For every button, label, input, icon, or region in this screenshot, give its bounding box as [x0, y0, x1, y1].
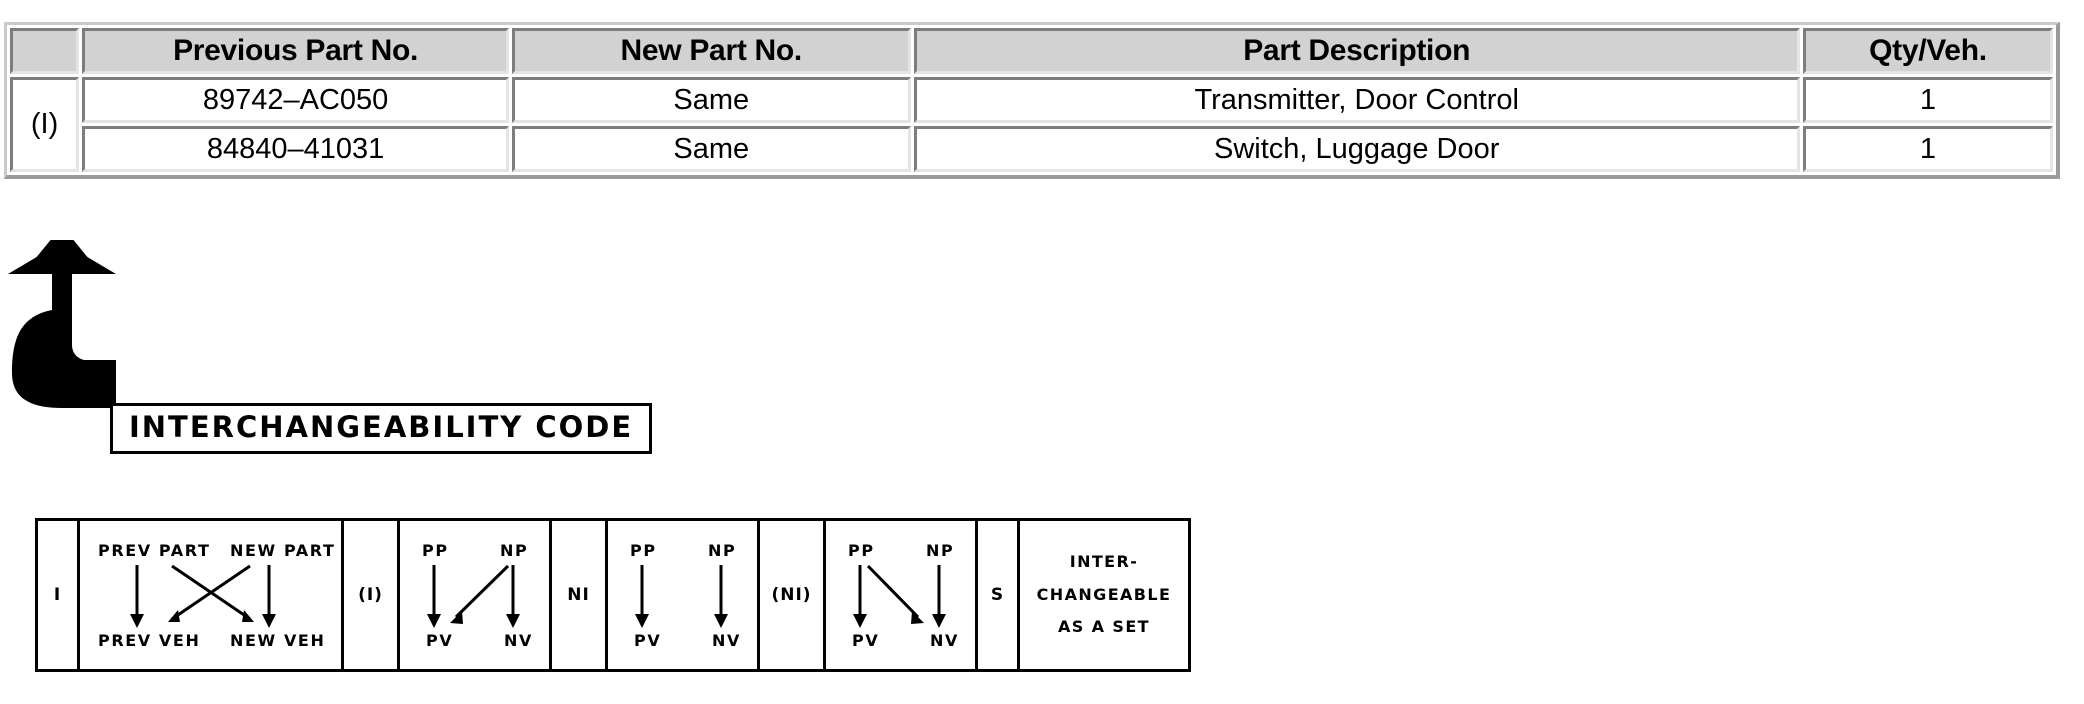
legend-arrows-cross-icon — [130, 564, 276, 628]
legend-label-prev-part: PREV PART — [98, 541, 211, 560]
legend-set-text: INTER- CHANGEABLE AS A SET — [1020, 546, 1188, 644]
legend-label-nv: NV — [504, 631, 533, 650]
table-row: 84840–41031 Same Switch, Luggage Door 1 — [10, 126, 2053, 172]
legend-label-nv: NV — [712, 631, 741, 650]
legend-set-line1: INTER- — [1069, 551, 1139, 571]
parts-table-container: Previous Part No. New Part No. Part Desc… — [4, 22, 2060, 179]
cell-qty-veh: 1 — [1802, 126, 2053, 172]
legend-diagram-s: INTER- CHANGEABLE AS A SET — [1020, 521, 1188, 669]
cell-new-part-no: Same — [512, 77, 911, 123]
legend-diagram-ni-paren: PP NP PV NV — [826, 521, 978, 669]
legend-code-ni: NI — [552, 521, 608, 669]
legend-label-np: NP — [708, 541, 737, 560]
cell-previous-part-no: 89742–AC050 — [82, 77, 510, 123]
legend-label-new-veh: NEW VEH — [230, 631, 326, 650]
interchangeability-code-cell: (I) — [10, 77, 80, 172]
legend-label-pv: PV — [634, 631, 662, 650]
legend-label-new-part: NEW PART — [230, 541, 336, 560]
column-header-previous-part-no: Previous Part No. — [82, 28, 510, 74]
legend-code-i: I — [38, 521, 80, 669]
legend-label-nv: NV — [930, 631, 959, 650]
column-header-code — [10, 28, 80, 74]
legend-label-pp: PP — [422, 541, 449, 560]
interchangeability-code-label: INTERCHANGEABILITY CODE — [110, 403, 653, 454]
legend-diagram-i: PREV PART NEW PART PREV VEH NEW VEH — [80, 521, 344, 669]
curved-up-arrow-icon — [8, 240, 116, 408]
legend-arrows-parallel-icon — [635, 565, 728, 628]
legend-table: I PREV PART NEW PART PREV VEH NEW VEH (I… — [35, 518, 1191, 672]
callout-group — [0, 240, 880, 490]
legend-label-pp: PP — [630, 541, 657, 560]
legend-code-ni-paren: (NI) — [760, 521, 826, 669]
legend-label-np: NP — [500, 541, 529, 560]
cell-new-part-no: Same — [512, 126, 911, 172]
column-header-qty-veh: Qty/Veh. — [1802, 28, 2053, 74]
parts-table-header-row: Previous Part No. New Part No. Part Desc… — [10, 28, 2053, 74]
cell-previous-part-no: 84840–41031 — [82, 126, 510, 172]
legend-code-i-paren: (I) — [344, 521, 400, 669]
legend-label-pv: PV — [852, 631, 880, 650]
column-header-part-description: Part Description — [913, 28, 1800, 74]
cell-part-description: Transmitter, Door Control — [913, 77, 1800, 123]
legend-label-pp: PP — [848, 541, 875, 560]
legend-set-line3: AS A SET — [1058, 617, 1150, 637]
legend-label-pv: PV — [426, 631, 454, 650]
cell-part-description: Switch, Luggage Door — [913, 126, 1800, 172]
cell-qty-veh: 1 — [1802, 77, 2053, 123]
table-row: (I) 89742–AC050 Same Transmitter, Door C… — [10, 77, 2053, 172]
legend-diagram-ni: PP NP PV NV — [608, 521, 760, 669]
legend-set-line2: CHANGEABLE — [1036, 584, 1172, 604]
column-header-new-part-no: New Part No. — [512, 28, 911, 74]
parts-table: Previous Part No. New Part No. Part Desc… — [7, 25, 2056, 175]
legend-diagram-i-paren: PP NP PV NV — [400, 521, 552, 669]
legend-label-prev-veh: PREV VEH — [98, 631, 201, 650]
legend-arrows-np-to-pv-icon — [427, 564, 520, 628]
legend-arrows-pp-to-nv-icon — [853, 564, 946, 628]
legend-code-s: S — [978, 521, 1020, 669]
legend-label-np: NP — [926, 541, 955, 560]
